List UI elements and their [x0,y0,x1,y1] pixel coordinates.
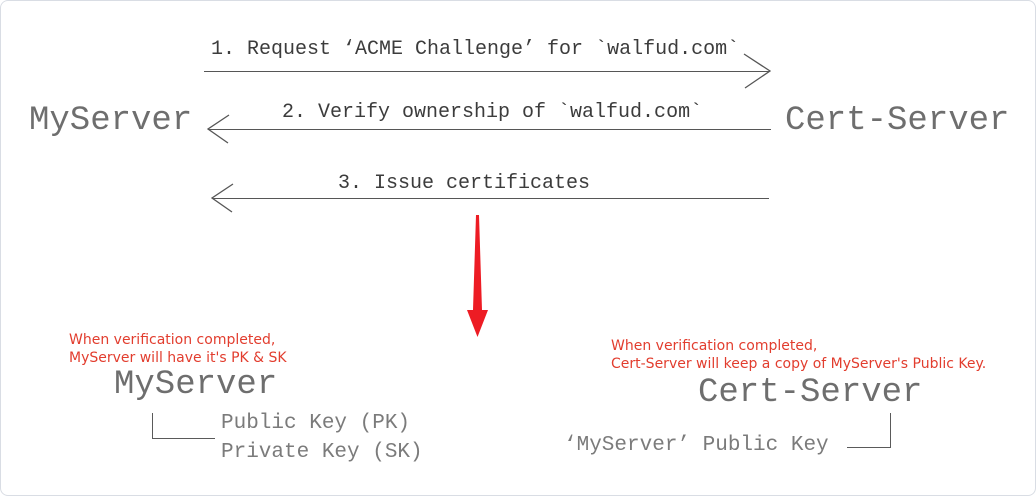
public-key-label: Public Key (PK) [221,412,411,435]
note-cert-server-line2: Cert-Server will keep a copy of MyServer… [611,356,987,372]
bracket-right-horizontal [847,447,891,448]
note-myserver-line1: When verification completed, [69,332,276,348]
arrowhead-right-icon [743,53,772,89]
note-myserver: When verification completed, MyServer wi… [69,331,287,367]
private-key-label: Private Key (SK) [221,441,423,464]
arrowhead-left-icon [210,183,234,213]
bracket-left-horizontal [152,438,215,439]
actor-myserver: MyServer [29,102,193,140]
message-3-label: 3. Issue certificates [338,172,591,195]
result-myserver-title: MyServer [114,366,278,404]
note-cert-server: When verification completed, Cert-Server… [611,337,986,373]
message-1-line [204,71,769,72]
actor-cert-server: Cert-Server [785,102,1010,140]
message-2-label: 2. Verify ownership of `walfud.com` [282,101,703,124]
note-myserver-line2: MyServer will have it's PK & SK [69,350,287,366]
myserver-public-key-label: ‘MyServer’ Public Key [564,434,829,457]
message-2-line [208,129,771,130]
message-1-label: 1. Request ‘ACME Challenge’ for `walfud.… [211,38,740,61]
message-3-line [213,198,769,199]
note-cert-server-line1: When verification completed, [611,338,818,354]
bracket-right-vertical [890,413,891,448]
arrowhead-left-icon [206,114,230,144]
bracket-left-vertical [152,413,153,439]
down-arrow-icon [467,215,488,337]
result-cert-server-title: Cert-Server [698,374,923,412]
